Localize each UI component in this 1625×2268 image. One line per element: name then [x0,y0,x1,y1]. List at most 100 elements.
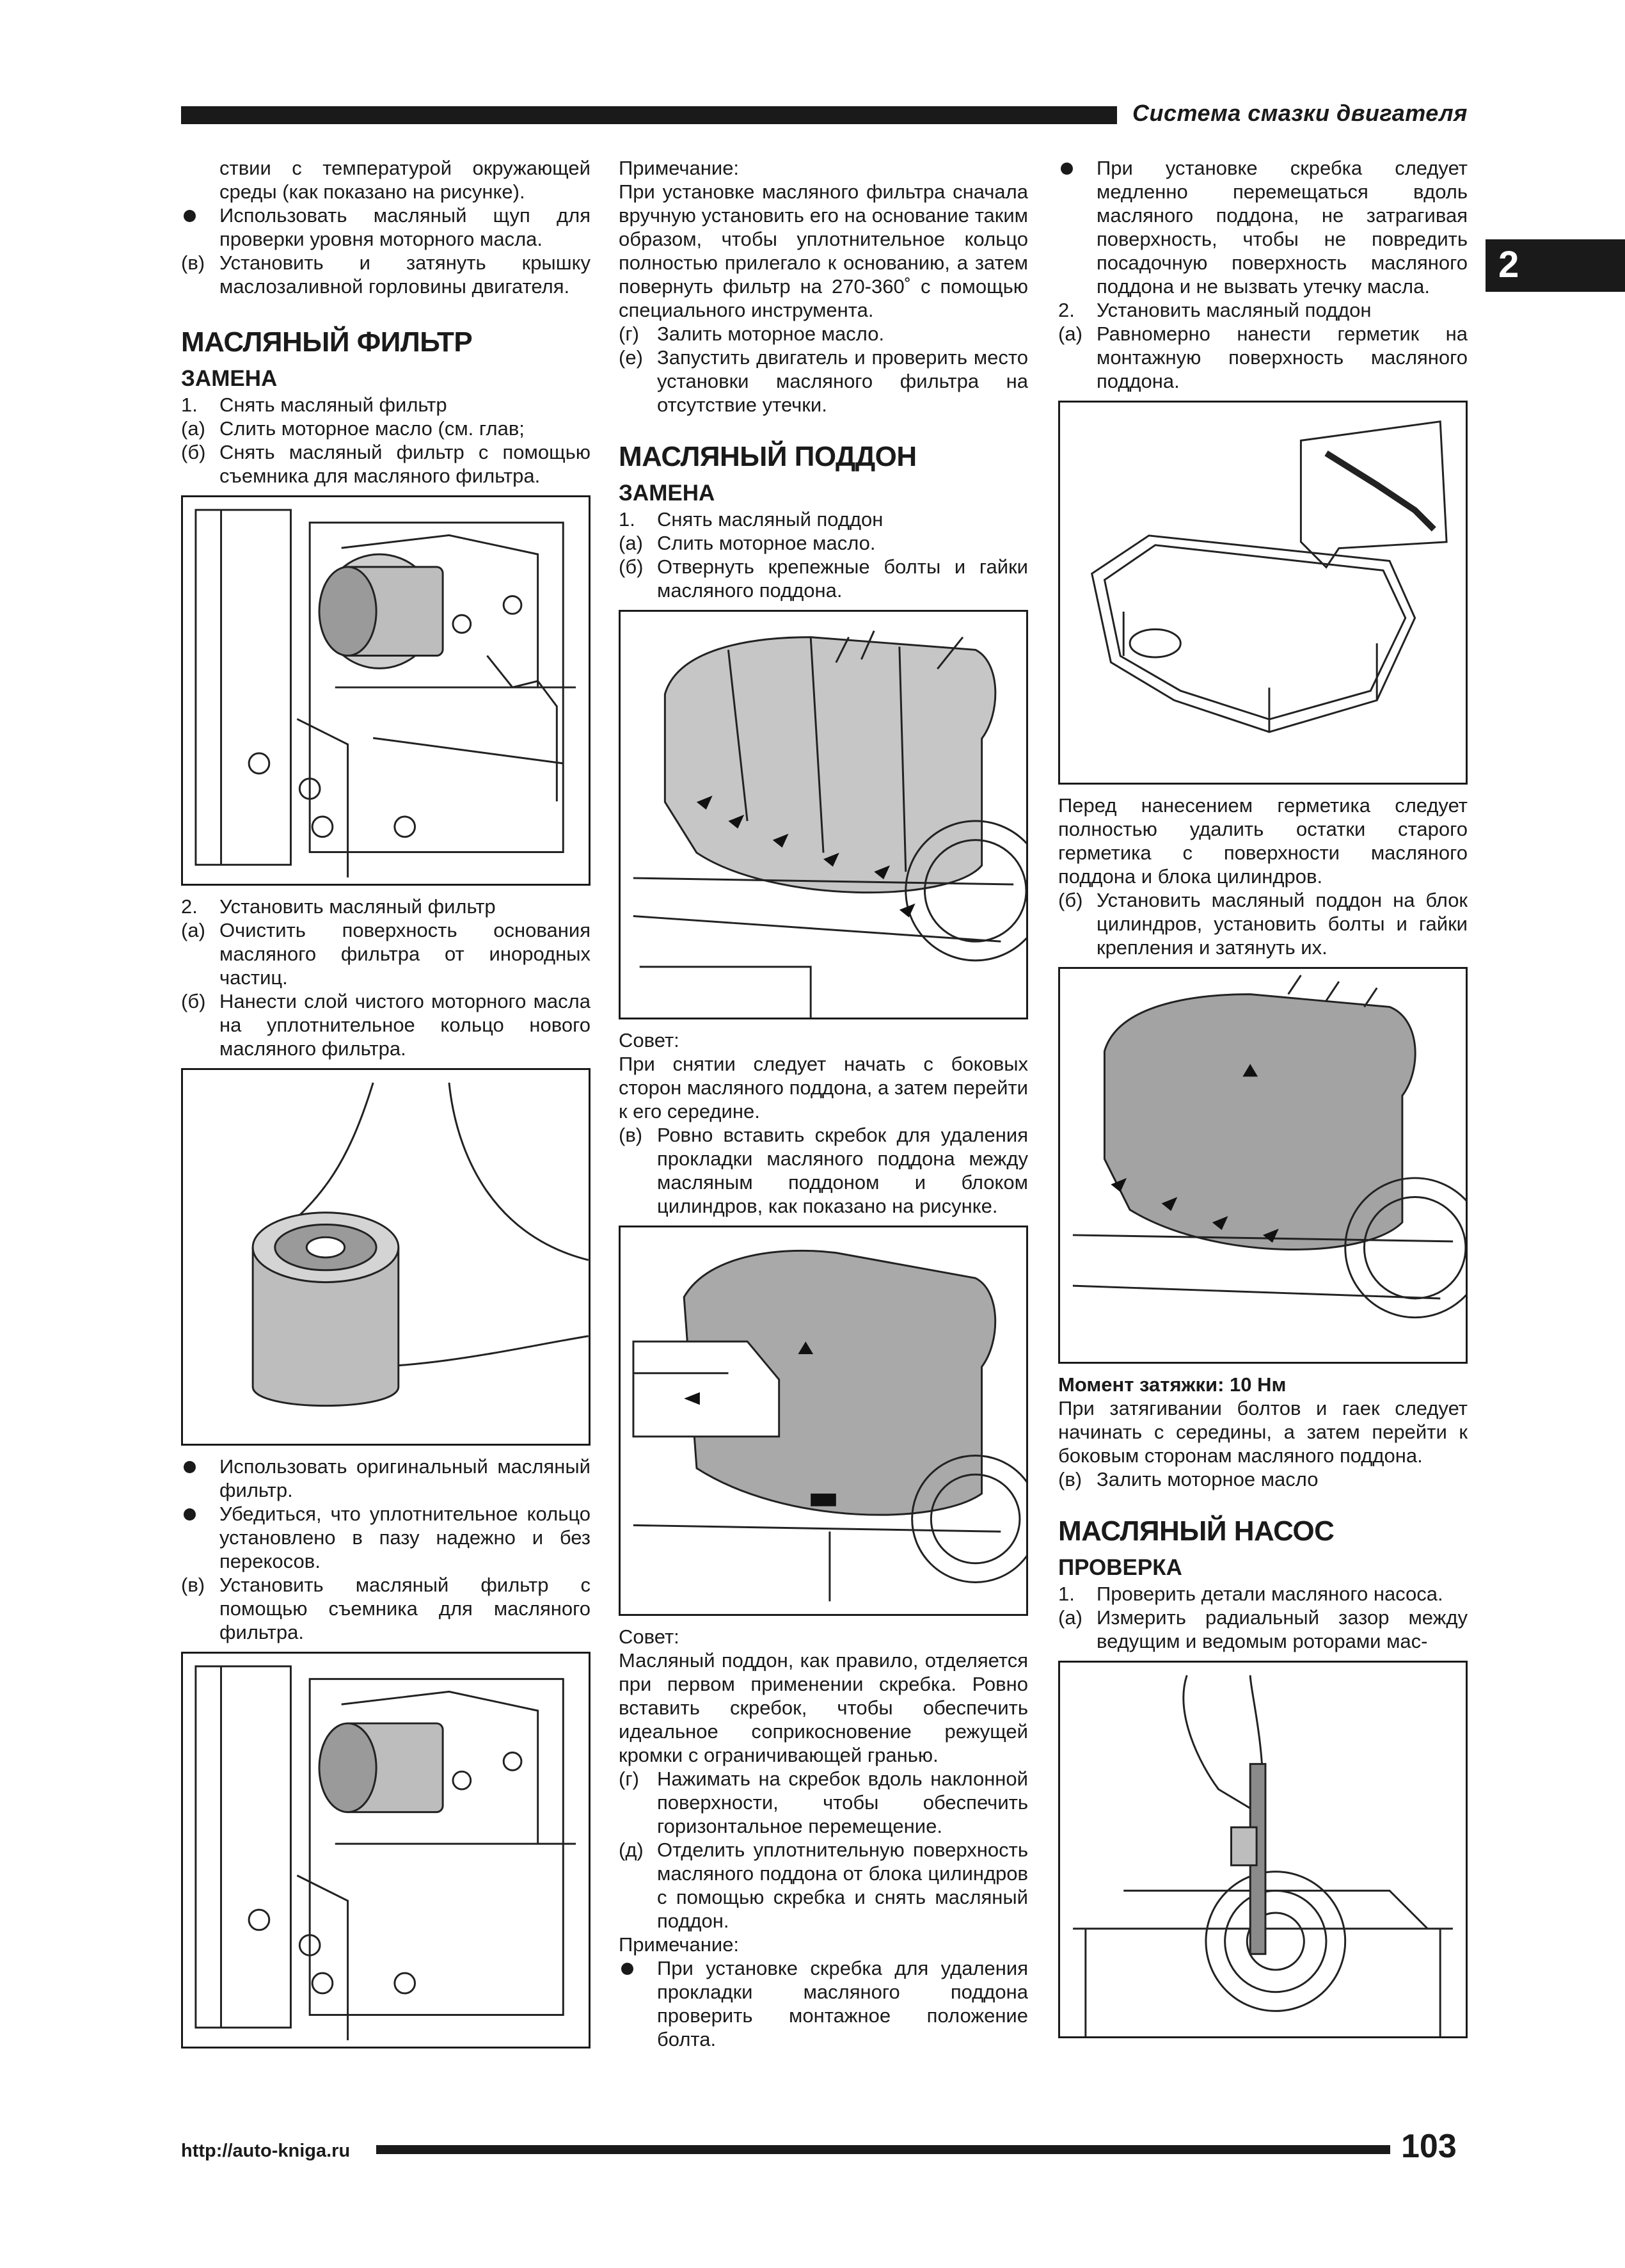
list-text: Слить моторное масло. [657,532,876,554]
footer-rule [376,2145,1390,2154]
list-item: 2. Установить масляный фильтр [181,895,591,918]
header-rule [181,106,1117,124]
bullet-marker [1058,156,1073,180]
list-text: Отвернуть крепежные болты и гайки маслян… [657,555,1028,602]
footer-url[interactable]: http://auto-kniga.ru [181,2141,351,2161]
list-text: Запустить двигатель и проверить место ус… [657,346,1028,416]
list-marker: 1. [619,508,635,531]
list-item: (а) Равномерно нанести герметик на монтаж… [1058,322,1468,393]
tip-label: Совет: [619,1625,679,1648]
list-text: Проверить детали масляного насоса. [1097,1583,1443,1605]
list-text: Очистить поверхность основания масляного… [219,919,591,989]
note-text: При установке масляного фильтра сначала … [619,180,1028,321]
list-text: Нажимать на скребок вдоль наклонной пове… [657,1768,1028,1837]
figure-oil-pan-bolts [619,610,1028,1019]
list-marker: (а) [1058,323,1082,345]
oil-pan-install-illustration [1072,975,1466,1319]
tip-label: Совет: [619,1029,679,1051]
section-title: МАСЛЯНЫЙ ПОДДОН [619,441,917,472]
figure-oil-filter-install [181,1652,591,2048]
list-item: (в) Установить масляный фильтр с помощью … [181,1573,591,1644]
chapter-tab: 2 [1486,239,1625,292]
list-marker: (г) [619,323,639,345]
oil-pan-sealant-illustration [1091,420,1448,733]
list-item: (б)Отвернуть крепежные болты и гайки мас… [619,555,1028,602]
chapter-number: 2 [1498,244,1519,285]
list-item: (а)Слить моторное масло (см. глав; [181,417,591,440]
list-marker: (е) [619,346,643,369]
bullet-text: Убедиться, что уплотнительное кольцо уст… [219,1503,591,1572]
list-marker: 2. [1058,299,1075,321]
list-text: Ровно вставить скребок для удаления прок… [657,1124,1028,1217]
list-text: Установить масляный фильтр с помощью съе… [219,1574,591,1643]
list-marker: (г) [619,1768,639,1790]
bullet-marker [181,204,196,227]
list-marker: (в) [1058,1468,1082,1490]
paragraph-text: ствии с температурой окружающей среды (к… [219,157,591,203]
column-3: При установке скребка следует медленно п… [1058,156,1468,2047]
list-item: 1. Снять масляный поддон [619,507,1028,531]
list-item: (б)Нанести слой чистого моторного масла … [181,989,591,1060]
subsection-title: ЗАМЕНА [619,481,715,506]
list-text: Установить масляный фильтр [219,895,496,918]
note-label: Примечание: [619,1933,740,1956]
list-marker: 1. [181,394,198,416]
list-text: Установить масляный поддон [1097,299,1372,321]
list-marker: (а) [619,532,643,554]
tip-text: При снятии следует начать с боковых стор… [619,1053,1028,1122]
bullet-item: При установке скребка следует медленно п… [1058,156,1468,298]
list-marker: 2. [181,895,198,918]
oil-pump-illustration [1073,1675,1453,2036]
list-text: Снять масляный поддон [657,508,884,531]
figure-oil-pan-scraper [619,1226,1028,1616]
list-item: (б) Снять масляный фильтр с помощью съемн… [181,440,591,488]
bullet-item: Использовать оригинальный масляный фильт… [181,1455,591,1502]
list-item: 1. Проверить детали масляного насоса. [1058,1582,1468,1606]
list-marker: (а) [181,919,205,941]
list-item: (а) Слить моторное масло. [619,531,1028,555]
oil-pan-illustration [633,630,1026,1018]
paragraph-text: При затягивании болтов и гаек следует на… [1058,1397,1468,1467]
bullet-marker [619,1956,633,1980]
column-1: ствии с температурой окружающей среды (к… [181,156,591,2057]
section-title: МАСЛЯНЫЙ НАСОС [1058,1515,1335,1547]
list-marker: (а) [1058,1606,1082,1629]
bullet-text: Использовать масляный щуп для проверки у… [219,204,591,250]
section-title: МАСЛЯНЫЙ ФИЛЬТР [181,326,473,358]
list-text: Нанести слой чистого моторного масла на … [219,990,591,1060]
list-marker: (в) [181,1574,205,1596]
note-label: Примечание: [619,157,740,179]
list-text: Равномерно нанести герметик на монтажную… [1097,323,1468,392]
list-item: (б)Установить масляный поддон на блок ци… [1058,888,1468,959]
list-text: Установить масляный поддон на блок цилин… [1097,889,1468,959]
list-text: Снять масляный фильтр с помощью съемника… [219,441,591,487]
bullet-marker [181,1455,196,1478]
figure-oil-filter-removal [181,495,591,886]
bullet-item: Использовать масляный щуп для проверки у… [181,204,591,251]
scraper-illustration [632,1249,1026,1602]
bullet-item: Убедиться, что уплотнительное кольцо уст… [181,1502,591,1573]
list-marker: (д) [619,1839,644,1861]
list-item: 1. Снять масляный фильтр [181,393,591,417]
bullet-text: При установке скребка следует медленно п… [1097,157,1468,298]
list-text: Установить и затянуть крышку маслозаливн… [219,252,591,298]
tip-text: Масляный поддон, как правило, отделяется… [619,1649,1028,1766]
column-2: Примечание: При установке масляного филь… [619,156,1028,2051]
subsection-title: ЗАМЕНА [181,366,278,391]
figure-oil-pan-sealant [1058,401,1468,785]
list-item: (г)Залить моторное масло. [619,322,1028,346]
list-marker: (б) [181,441,206,463]
list-marker: 1. [1058,1583,1075,1605]
list-item: (д) Отделить уплотнительную поверхность м… [619,1838,1028,1933]
figure-oil-pan-install [1058,967,1468,1364]
list-text: Слить моторное масло (см. глав; [219,417,525,440]
filter-hand-illustration [251,1082,589,1407]
list-item: (в)Установить и затянуть крышку маслозал… [181,251,591,298]
text-paragraph: ствии с температурой окружающей среды (к… [181,156,591,204]
list-text: Отделить уплотнительную поверхность масл… [657,1839,1028,1932]
paragraph-text: Перед нанесением герметика следует полно… [1058,794,1468,888]
list-text: Снять масляный фильтр [219,394,447,416]
subsection-title: ПРОВЕРКА [1058,1555,1182,1580]
list-item: (в)Ровно вставить скребок для удаления п… [619,1123,1028,1218]
list-item: (г) Нажимать на скребок вдоль наклонной п… [619,1767,1028,1838]
